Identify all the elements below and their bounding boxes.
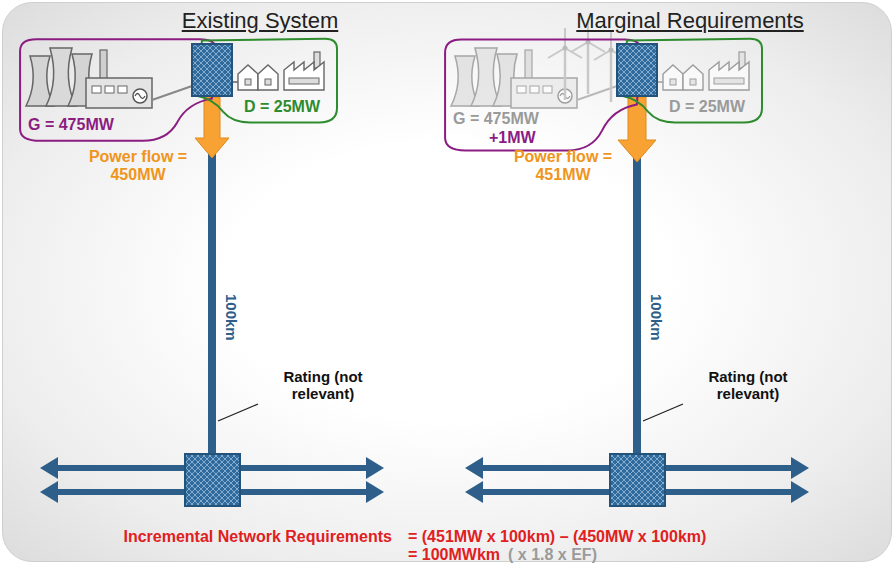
equation-result: = 100MWkm [408, 546, 500, 564]
node-value: +1MW [489, 129, 536, 146]
generation-region: G = 475MW +1MW [441, 36, 645, 154]
node-value: D = 25MW [669, 98, 745, 115]
node-value: G = 475MW [28, 116, 114, 133]
section-heading: Marginal Requirements [576, 8, 803, 33]
result-heading: Incremental Network Requirements [123, 528, 392, 545]
substation [610, 454, 665, 506]
length-label: 100km [223, 294, 240, 341]
node-value: D = 25MW [244, 98, 320, 115]
generation-region: G = 475MW [16, 36, 220, 144]
node-value: G = 475MW [453, 110, 539, 127]
substation [185, 454, 240, 506]
rating-label: Rating (not relevant) [262, 368, 384, 402]
power-flow-label: Power flow = 451MW [507, 148, 619, 184]
power-flow-label: Power flow = 450MW [82, 148, 194, 184]
length-label: 100km [648, 294, 665, 341]
demand-region: D = 25MW [190, 36, 340, 126]
region-outline [441, 36, 645, 154]
equation: = (451MW x 100km) – (450MW x 100km) [408, 528, 706, 545]
equation-note: ( x 1.8 x EF) [508, 546, 597, 564]
rating-label: Rating (not relevant) [687, 368, 809, 402]
section-heading: Existing System [182, 8, 339, 33]
demand-region: D = 25MW [615, 36, 765, 126]
